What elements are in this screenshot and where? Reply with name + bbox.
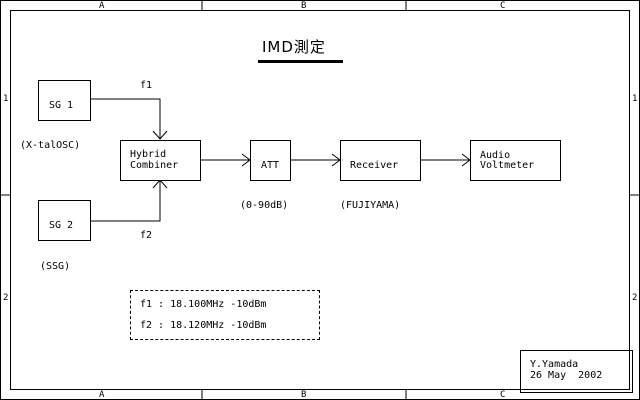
drawing-date: 26 May 2002 [530,370,603,381]
audio-voltmeter-block: Audio Voltmeter [470,140,561,181]
receiver-note: (FUJIYAMA) [340,200,401,211]
zone-label-row-2-left: 2 [3,293,9,303]
sg1-block: SG 1 [38,80,91,121]
settings-line-f2: f2 : 18.120MHz -10dBm [140,320,267,331]
receiver-block: Receiver [340,140,421,181]
sg2-note: (SSG) [40,261,71,272]
att-block: ATT [250,140,291,181]
audio-voltmeter-label-line2: Voltmeter [480,160,535,171]
sg1-label: SG 1 [49,100,74,111]
title-underline [258,60,343,63]
zone-label-col-b-top: B [301,1,307,11]
audio-voltmeter-label-line1: Audio [480,150,511,161]
sg2-label: SG 2 [49,220,74,231]
f1-label: f1 [140,80,153,91]
diagram-title: IMD測定 [262,38,326,56]
settings-note: f1 : 18.100MHz -10dBm f2 : 18.120MHz -10… [130,290,320,340]
zone-label-row-2-right: 2 [632,293,638,303]
hybrid-combiner-label-line2: Combiner [130,160,179,171]
zone-label-col-c-top: C [500,1,506,11]
sg1-note: (X-talOSC) [20,140,81,151]
receiver-label: Receiver [350,160,399,171]
zone-label-col-a-top: A [99,1,105,11]
zone-label-col-b-bottom: B [301,390,307,400]
wire-sg1-to-combiner [90,98,168,140]
zone-label-row-1-right: 1 [632,94,638,104]
author-name: Y.Yamada [530,359,579,370]
att-label: ATT [261,160,280,171]
wire-att-to-receiver [290,153,341,167]
zone-label-col-a-bottom: A [99,390,105,400]
wire-combiner-to-att [200,153,251,167]
settings-line-f1: f1 : 18.100MHz -10dBm [140,299,267,310]
sg2-block: SG 2 [38,200,91,241]
wire-receiver-to-audio [420,153,471,167]
wire-sg2-to-combiner [90,179,168,222]
f2-label: f2 [140,230,153,241]
zone-label-row-1-left: 1 [3,94,9,104]
zone-label-col-c-bottom: C [500,390,506,400]
hybrid-combiner-label-line1: Hybrid [130,149,167,160]
att-note: (0-90dB) [240,200,289,211]
hybrid-combiner-block: Hybrid Combiner [120,140,201,181]
title-block: Y.Yamada 26 May 2002 [520,350,633,393]
